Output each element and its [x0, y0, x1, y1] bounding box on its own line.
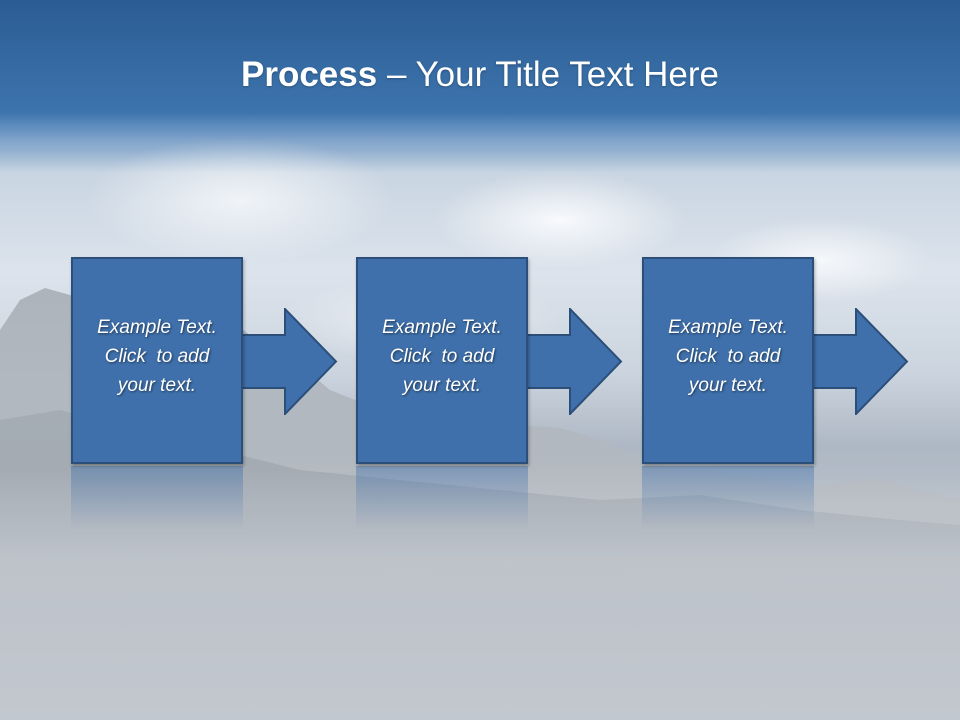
step-line: your text. [688, 375, 768, 396]
box-reflection [642, 466, 814, 530]
step-line: your text. [402, 375, 482, 396]
step-text[interactable]: Example Text. Click to add your text. [644, 313, 812, 400]
step-line: Example Text. [382, 317, 502, 338]
step-line: Click to add [389, 346, 495, 367]
process-step-3[interactable]: Example Text. Click to add your text. [642, 257, 814, 464]
step-line: Click to add [104, 346, 210, 367]
arrow-right-icon [526, 308, 623, 415]
slide-title[interactable]: Process – Your Title Text Here [0, 54, 960, 96]
box-reflection [71, 466, 243, 530]
fog-overlay [0, 470, 960, 720]
title-band [0, 0, 960, 150]
title-rest: – Your Title Text Here [377, 55, 719, 94]
step-line: Click to add [675, 346, 781, 367]
step-text[interactable]: Example Text. Click to add your text. [73, 313, 241, 400]
box-reflection [356, 466, 528, 530]
title-bold: Process [241, 55, 378, 94]
arrow-right-icon [812, 308, 909, 415]
process-step-1[interactable]: Example Text. Click to add your text. [71, 257, 243, 464]
arrow-right-icon [241, 308, 338, 415]
step-line: Example Text. [668, 317, 788, 338]
process-step-2[interactable]: Example Text. Click to add your text. [356, 257, 528, 464]
step-text[interactable]: Example Text. Click to add your text. [358, 313, 526, 400]
step-line: Example Text. [97, 317, 217, 338]
step-line: your text. [117, 375, 197, 396]
